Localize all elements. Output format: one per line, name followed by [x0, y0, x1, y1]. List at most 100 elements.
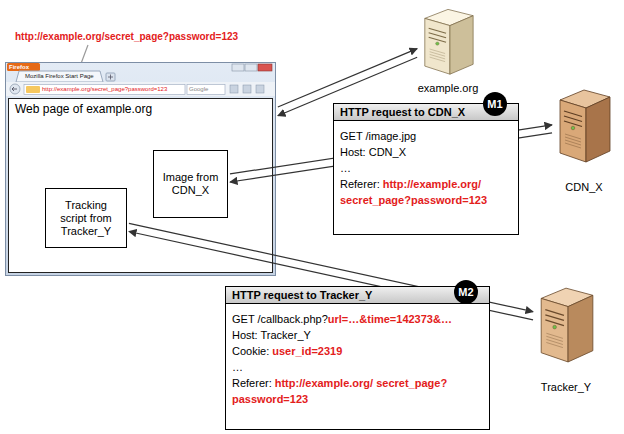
request-line: Host: Tracker_Y: [232, 327, 483, 343]
script-box: Tracking script from Tracker_Y: [45, 188, 127, 248]
request-text: Cookie:: [232, 345, 269, 357]
server-label: example.org: [418, 82, 479, 94]
new-tab-button: [106, 73, 115, 81]
window-button: [258, 64, 272, 71]
server: CDN_X: [549, 84, 619, 198]
power-led: [436, 42, 439, 45]
request-text: …: [340, 162, 351, 174]
request-box: HTTP request to Tracker_Y GET /callback.p…: [225, 286, 490, 430]
server-side: [450, 16, 473, 74]
request-text: Host: Tracker_Y: [232, 329, 311, 341]
drive-slot: [564, 116, 582, 122]
request-line: Cookie:user_id=2319: [232, 343, 483, 359]
server-icon: [535, 282, 597, 364]
toolbar: [6, 82, 275, 96]
toolbar-icon: [256, 85, 264, 93]
drive-slot: [545, 315, 564, 321]
request-text: Host: CDN_X: [340, 146, 406, 158]
toolbar-icon: [230, 85, 238, 93]
vent-line: [546, 333, 563, 338]
chrome-text: http://example.org/secret_page?password=…: [42, 86, 167, 92]
request-box: HTTP request to CDN_XGET /image.jpgHost:…: [333, 103, 519, 235]
server-label: CDN_X: [565, 181, 602, 193]
chrome-text-holder: Mozilla Firefox Start Page: [25, 73, 94, 80]
request-line: …: [232, 359, 483, 375]
vent-line: [546, 342, 563, 347]
drive-slot: [545, 320, 564, 326]
power-led: [553, 325, 557, 329]
request-arrow: [278, 49, 417, 107]
vent-line: [565, 134, 581, 139]
server-icon: [419, 4, 477, 76]
request-text: GET /image.jpg: [340, 130, 416, 142]
drive-slot: [429, 37, 446, 42]
chrome-text: Google: [189, 86, 208, 92]
browser-frame: [6, 63, 276, 276]
box-header: HTTP request to Tracker_Y: [226, 287, 489, 304]
server-label: Tracker_Y: [541, 381, 591, 393]
url-label-holder: http://example.org/secret_page?password=…: [15, 31, 238, 42]
vent-line: [430, 52, 445, 57]
server: example.org: [404, 2, 492, 100]
request-line: …: [340, 160, 512, 176]
vent-line: [430, 49, 445, 54]
drive-slot: [564, 121, 582, 127]
chrome-text: Mozilla Firefox Start Page: [25, 73, 94, 79]
request-text: GET /callback.php?: [232, 313, 328, 325]
request-line: Referer:http://example.org/ secret_page?…: [232, 375, 483, 407]
request-line: GET /image.jpg: [340, 128, 512, 144]
web-page-box: Image from CDN_X Tracking script from Tra…: [8, 98, 273, 273]
vent-line: [546, 339, 563, 344]
address-bar: [24, 85, 185, 95]
identity-icon: [26, 86, 40, 93]
image-box: Image from CDN_X: [153, 150, 228, 218]
box-label: Tracking script from Tracker_Y: [54, 199, 118, 238]
request-text: …: [232, 361, 243, 373]
server-front: [541, 298, 568, 362]
window-button: [232, 64, 244, 71]
menu-button: [7, 63, 40, 71]
search-box: [187, 85, 225, 95]
vent-line: [565, 137, 581, 142]
toolbar-icon: [243, 85, 251, 93]
page-background: [8, 98, 273, 273]
server-front: [425, 18, 450, 74]
vent-line: [546, 336, 563, 341]
window-button: [245, 64, 257, 71]
page-heading: Web page of example.org: [15, 102, 152, 116]
server-icon: [554, 84, 614, 164]
callout-badge: M1: [483, 92, 507, 116]
vent-line: [565, 143, 581, 148]
request-text: Referer:: [340, 178, 380, 190]
callout-number: M1: [483, 92, 507, 116]
request-line: Referer:http://example.org/ secret_page?…: [340, 176, 512, 208]
drive-slot: [429, 33, 446, 38]
chrome-text-holder: Google: [189, 86, 208, 93]
chrome-text: Firefox: [9, 64, 29, 70]
callout-badge: M2: [454, 280, 478, 304]
vent-line: [430, 57, 445, 62]
url-label: http://example.org/secret_page?password=…: [15, 31, 238, 42]
plus-sign: [108, 75, 113, 80]
chrome-text-holder: Firefox: [9, 64, 29, 71]
server-side: [568, 295, 593, 362]
back-arrow: [12, 87, 17, 91]
request-text: url=…&time=142373&…: [328, 313, 452, 325]
request-text: user_id=2319: [272, 345, 342, 357]
drive-slot: [429, 28, 446, 33]
back-button: [10, 84, 20, 94]
server-label-holder: CDN_X: [549, 181, 619, 193]
request-line: Host: CDN_X: [340, 144, 512, 160]
browser-tab: [16, 71, 103, 82]
box-label: Image from CDN_X: [159, 171, 223, 197]
power-led: [571, 126, 575, 130]
request-line: GET /callback.php?url=…&time=142373&…: [232, 311, 483, 327]
callout-number: M2: [454, 280, 478, 304]
request-body: GET /image.jpgHost: CDN_X … Referer:http:/…: [334, 121, 518, 212]
server: Tracker_Y: [520, 282, 612, 396]
server-label-holder: Tracker_Y: [520, 381, 612, 393]
drive-slot: [564, 111, 582, 117]
request-arrow: [129, 223, 533, 311]
server-front: [560, 100, 586, 162]
